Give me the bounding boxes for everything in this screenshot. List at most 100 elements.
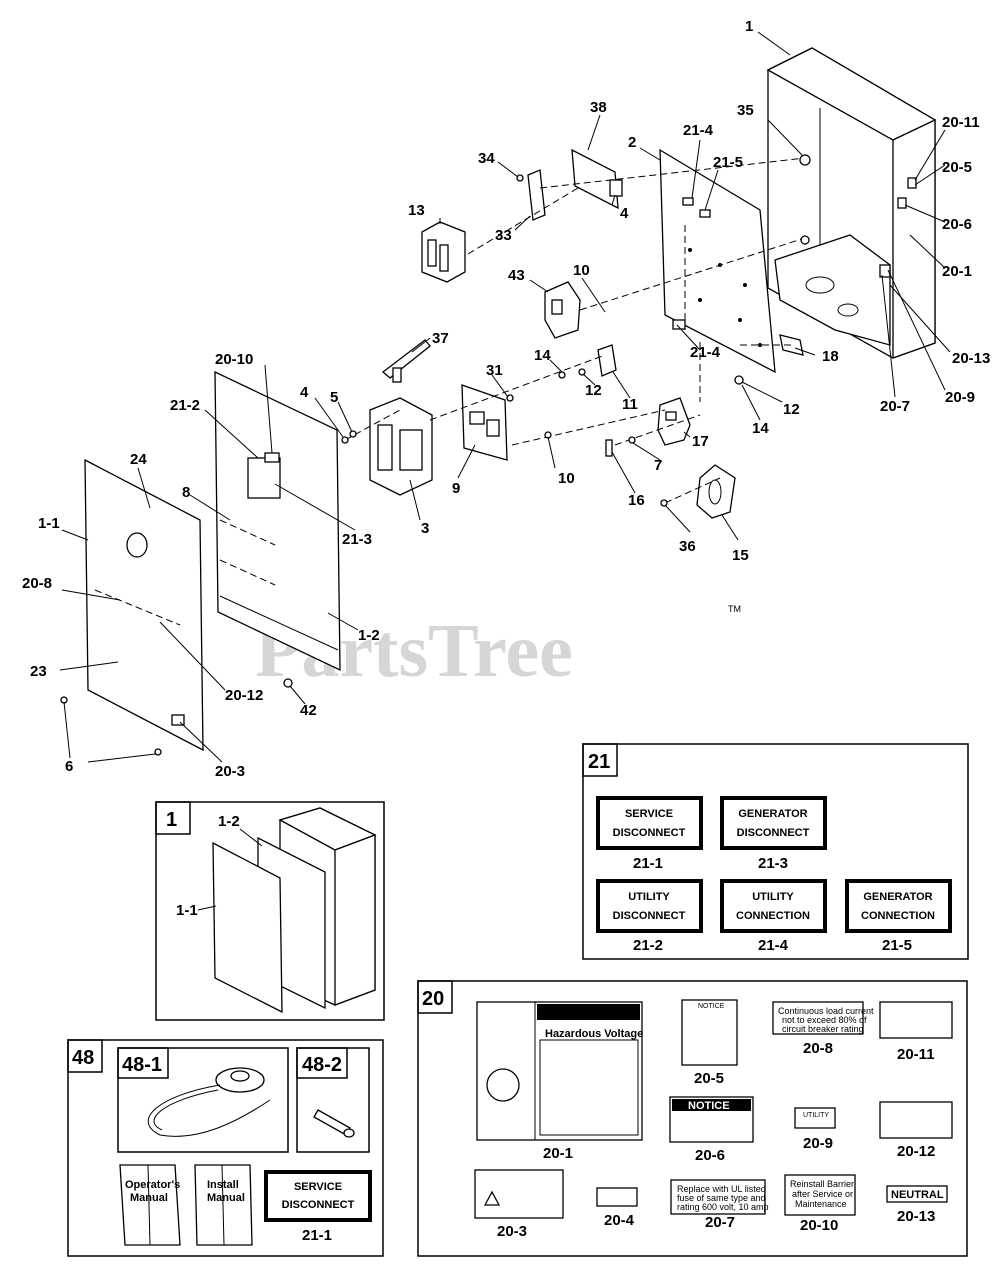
svg-text:16: 16 <box>628 492 645 509</box>
terminal-part <box>597 344 617 377</box>
svg-text:20-5: 20-5 <box>942 159 972 176</box>
svg-text:21-2: 21-2 <box>633 937 663 954</box>
svg-text:11: 11 <box>622 396 638 413</box>
svg-text:20-4: 20-4 <box>604 1212 635 1229</box>
svg-text:rating 600 volt, 10 amp: rating 600 volt, 10 amp <box>677 1202 769 1212</box>
svg-text:Continuous load current: Continuous load current <box>778 1006 874 1016</box>
svg-text:UTILITY: UTILITY <box>628 891 670 903</box>
svg-text:7: 7 <box>654 457 662 474</box>
svg-text:Maintenance: Maintenance <box>795 1199 847 1209</box>
svg-text:48-1: 48-1 <box>122 1054 162 1076</box>
svg-text:20-9: 20-9 <box>803 1135 833 1152</box>
svg-text:21-1: 21-1 <box>302 1227 332 1244</box>
svg-text:20-13: 20-13 <box>952 350 990 367</box>
svg-text:1-1: 1-1 <box>38 515 60 532</box>
svg-text:10: 10 <box>573 262 590 279</box>
box-48: 48 48-1 48-2 Operator's Manual Install M… <box>67 1039 384 1257</box>
control-board-part <box>461 384 514 461</box>
fuse-holder-part <box>544 281 581 339</box>
decal-21-5: GENERATOR CONNECTION 21-5 <box>845 879 952 954</box>
svg-text:21-3: 21-3 <box>342 531 372 548</box>
svg-text:5: 5 <box>330 389 338 406</box>
svg-text:2: 2 <box>628 134 636 151</box>
box-1: 1 1-2 1-1 <box>155 801 385 1021</box>
svg-text:SERVICE: SERVICE <box>625 808 673 820</box>
svg-text:20-12: 20-12 <box>225 687 263 704</box>
svg-text:4: 4 <box>300 384 309 401</box>
svg-text:6: 6 <box>65 758 73 775</box>
fuse-block-part <box>696 464 736 519</box>
svg-text:21-4: 21-4 <box>758 937 789 954</box>
svg-text:Operator's: Operator's <box>125 1179 180 1191</box>
svg-text:15: 15 <box>732 547 749 564</box>
svg-text:GENERATOR: GENERATOR <box>738 808 807 820</box>
svg-text:20-13: 20-13 <box>897 1208 935 1225</box>
svg-text:20-1: 20-1 <box>543 1145 573 1162</box>
svg-text:Reinstall Barrier: Reinstall Barrier <box>790 1179 854 1189</box>
bracket-18-part <box>779 334 804 356</box>
svg-text:circuit breaker rating: circuit breaker rating <box>782 1024 864 1034</box>
svg-text:13: 13 <box>408 202 425 219</box>
svg-text:8: 8 <box>182 484 190 501</box>
svg-text:CONNECTION: CONNECTION <box>736 910 810 922</box>
svg-text:after Service or: after Service or <box>792 1189 853 1199</box>
svg-text:12: 12 <box>585 382 602 399</box>
svg-text:20-7: 20-7 <box>705 1214 735 1231</box>
svg-text:20-11: 20-11 <box>897 1046 935 1063</box>
leader-lines <box>59 31 951 763</box>
svg-text:21-5: 21-5 <box>713 154 743 171</box>
svg-text:20-11: 20-11 <box>942 114 980 131</box>
svg-text:SERVICE: SERVICE <box>294 1181 342 1193</box>
svg-text:24: 24 <box>130 451 147 468</box>
svg-text:20-10: 20-10 <box>800 1217 838 1234</box>
svg-text:20-3: 20-3 <box>497 1223 527 1240</box>
svg-text:43: 43 <box>508 267 525 284</box>
barrier-part <box>571 148 619 210</box>
svg-text:DISCONNECT: DISCONNECT <box>737 827 810 839</box>
svg-text:20-5: 20-5 <box>694 1070 724 1087</box>
svg-text:NEUTRAL: NEUTRAL <box>891 1189 944 1201</box>
svg-text:20: 20 <box>422 988 444 1010</box>
svg-text:35: 35 <box>737 102 754 119</box>
barrier-panel-part <box>214 370 341 672</box>
lug-part <box>657 397 691 446</box>
svg-text:DISCONNECT: DISCONNECT <box>613 910 686 922</box>
svg-text:37: 37 <box>432 330 449 347</box>
svg-text:38: 38 <box>590 99 607 116</box>
svg-text:GENERATOR: GENERATOR <box>863 891 932 903</box>
svg-text:33: 33 <box>495 227 512 244</box>
svg-text:48-2: 48-2 <box>302 1054 342 1076</box>
svg-text:20-7: 20-7 <box>880 398 910 415</box>
svg-text:NOTICE: NOTICE <box>688 1100 730 1112</box>
svg-text:Manual: Manual <box>207 1192 245 1204</box>
svg-text:1: 1 <box>166 809 177 831</box>
svg-text:21-4: 21-4 <box>690 344 721 361</box>
svg-text:36: 36 <box>679 538 696 555</box>
svg-text:21-5: 21-5 <box>882 937 912 954</box>
front-door-part <box>84 458 204 752</box>
svg-text:21-4: 21-4 <box>683 122 714 139</box>
svg-text:1: 1 <box>745 18 753 35</box>
handle-part <box>381 339 431 379</box>
svg-text:10: 10 <box>558 470 575 487</box>
fuse-part <box>605 439 613 457</box>
transfer-switch-part <box>369 397 433 496</box>
svg-text:18: 18 <box>822 348 839 365</box>
svg-text:20-1: 20-1 <box>942 263 972 280</box>
svg-text:12: 12 <box>783 401 800 418</box>
svg-text:1-2: 1-2 <box>358 627 380 644</box>
svg-text:23: 23 <box>30 663 47 680</box>
breaker-part <box>421 221 466 283</box>
inner-panel-part <box>659 148 776 374</box>
svg-text:1-1: 1-1 <box>176 902 198 919</box>
bracket-33-part <box>527 169 546 221</box>
svg-text:Manual: Manual <box>130 1192 168 1204</box>
decal-21-3: GENERATOR DISCONNECT 21-3 <box>720 796 827 872</box>
decal-21-1: SERVICE DISCONNECT 21-1 <box>596 796 703 872</box>
svg-text:CONNECTION: CONNECTION <box>861 910 935 922</box>
svg-text:48: 48 <box>72 1047 94 1069</box>
svg-text:UTILITY: UTILITY <box>803 1112 829 1119</box>
svg-text:42: 42 <box>300 702 317 719</box>
bracket-part <box>609 179 623 197</box>
box-21: 21 SERVICE DISCONNECT 21-1 GENERATOR DIS… <box>582 743 969 960</box>
